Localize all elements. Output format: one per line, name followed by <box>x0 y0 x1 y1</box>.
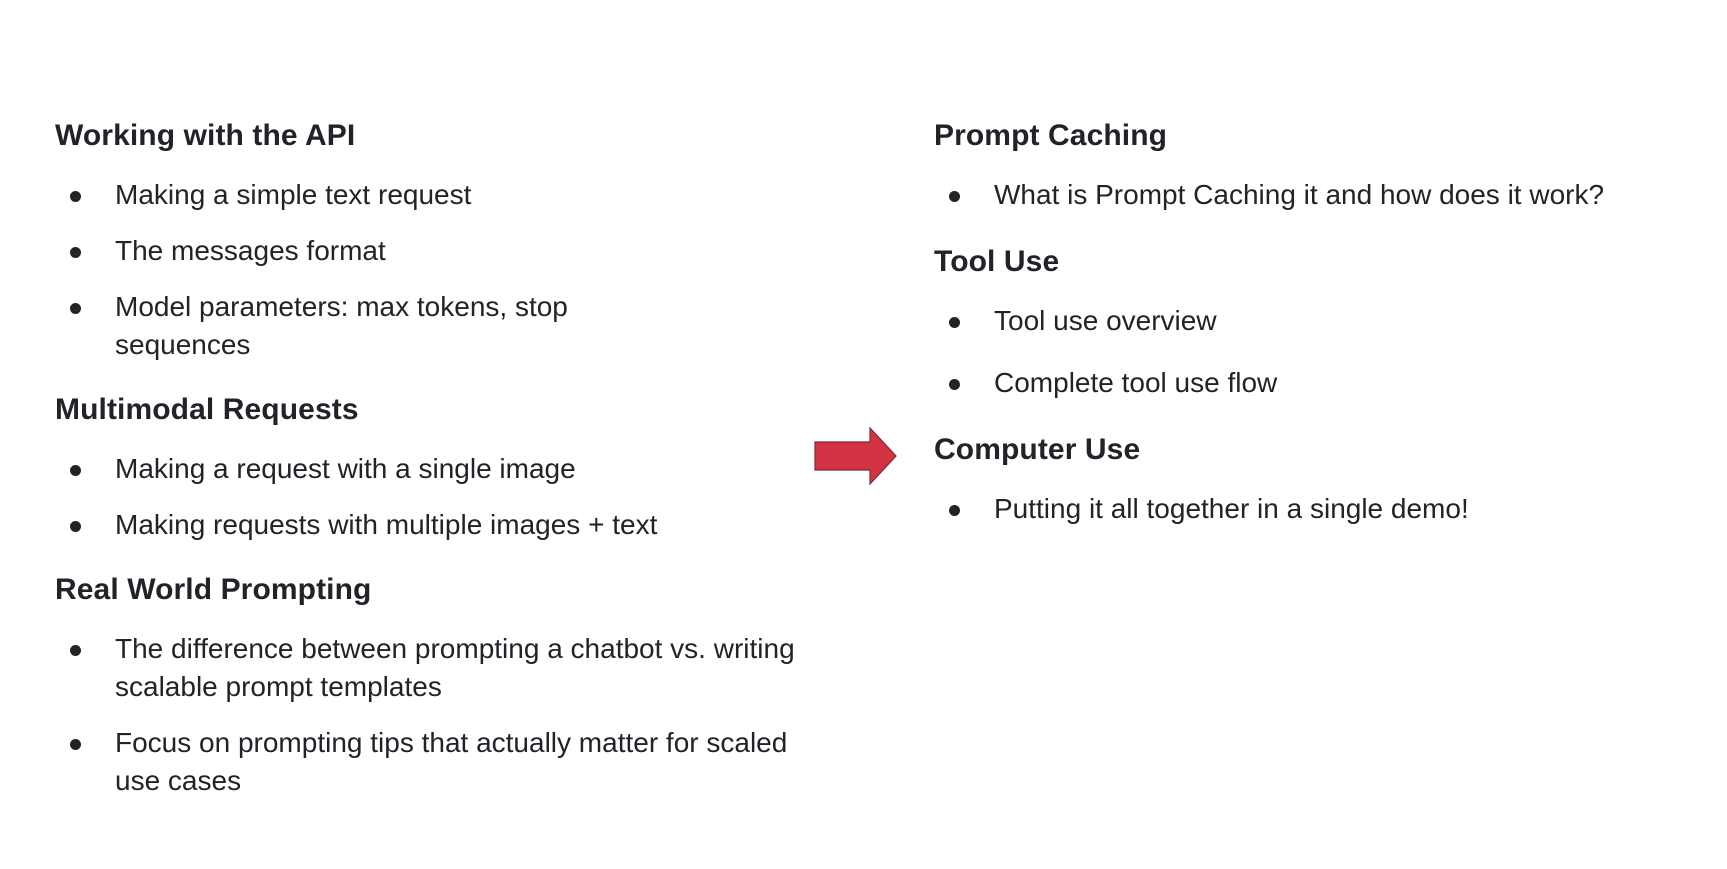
list-item: Putting it all together in a single demo… <box>934 490 1714 528</box>
list-item: What is Prompt Caching it and how does i… <box>934 176 1714 214</box>
list-item-text: Making a simple text request <box>115 179 472 210</box>
bullet-dot <box>70 303 81 314</box>
right-arrow-icon <box>814 426 897 486</box>
list-item-text: Making requests with multiple images + t… <box>115 509 658 540</box>
list-item: Making a simple text request <box>55 176 815 214</box>
list-item: The messages format <box>55 232 815 270</box>
section-title-prompt-caching: Prompt Caching <box>934 119 1168 152</box>
list-item-text: Making a request with a single image <box>115 453 576 484</box>
bullet-dot <box>70 521 81 532</box>
list-item-text: The difference between prompting a chatb… <box>115 633 795 702</box>
section-title-real-world-prompting: Real World Prompting <box>55 573 372 606</box>
list-item-text: Model parameters: max tokens, stop seque… <box>115 291 568 360</box>
bullet-dot <box>70 739 81 750</box>
right-column: Prompt Caching What is Prompt Caching it… <box>934 118 1714 528</box>
bullet-list-real-world-prompting: The difference between prompting a chatb… <box>55 630 815 800</box>
section-title-computer-use: Computer Use <box>934 433 1141 466</box>
bullet-dot <box>70 191 81 202</box>
bullet-dot <box>949 191 960 202</box>
list-item: Focus on prompting tips that actually ma… <box>55 724 835 800</box>
list-item-text: Putting it all together in a single demo… <box>994 493 1469 524</box>
list-item: Making a request with a single image <box>55 450 815 488</box>
list-item: Making requests with multiple images + t… <box>55 506 815 544</box>
bullet-dot <box>949 505 960 516</box>
list-item-text: Tool use overview <box>994 305 1217 336</box>
list-item-text: Complete tool use flow <box>994 367 1278 398</box>
bullet-list-computer-use: Putting it all together in a single demo… <box>934 490 1714 528</box>
bullet-list-working-with-api: Making a simple text request The message… <box>55 176 815 364</box>
list-item-text: What is Prompt Caching it and how does i… <box>994 179 1605 210</box>
section-title-multimodal-requests: Multimodal Requests <box>55 393 359 426</box>
list-item: Model parameters: max tokens, stop seque… <box>55 288 635 364</box>
list-item-text: Focus on prompting tips that actually ma… <box>115 727 788 796</box>
section-title-tool-use: Tool Use <box>934 245 1060 278</box>
bullet-dot <box>949 317 960 328</box>
left-column: Working with the API Making a simple tex… <box>55 118 815 800</box>
bullet-dot <box>70 247 81 258</box>
list-item-text: The messages format <box>115 235 386 266</box>
list-item: The difference between prompting a chatb… <box>55 630 795 706</box>
bullet-dot <box>70 465 81 476</box>
bullet-list-multimodal-requests: Making a request with a single image Mak… <box>55 450 815 544</box>
right-arrow-shape <box>814 426 897 486</box>
list-item: Complete tool use flow <box>934 364 1714 402</box>
bullet-dot <box>70 645 81 656</box>
section-title-working-with-api: Working with the API <box>55 119 356 152</box>
bullet-dot <box>949 379 960 390</box>
bullet-list-tool-use: Tool use overview Complete tool use flow <box>934 302 1714 402</box>
bullet-list-prompt-caching: What is Prompt Caching it and how does i… <box>934 176 1714 214</box>
list-item: Tool use overview <box>934 302 1714 340</box>
